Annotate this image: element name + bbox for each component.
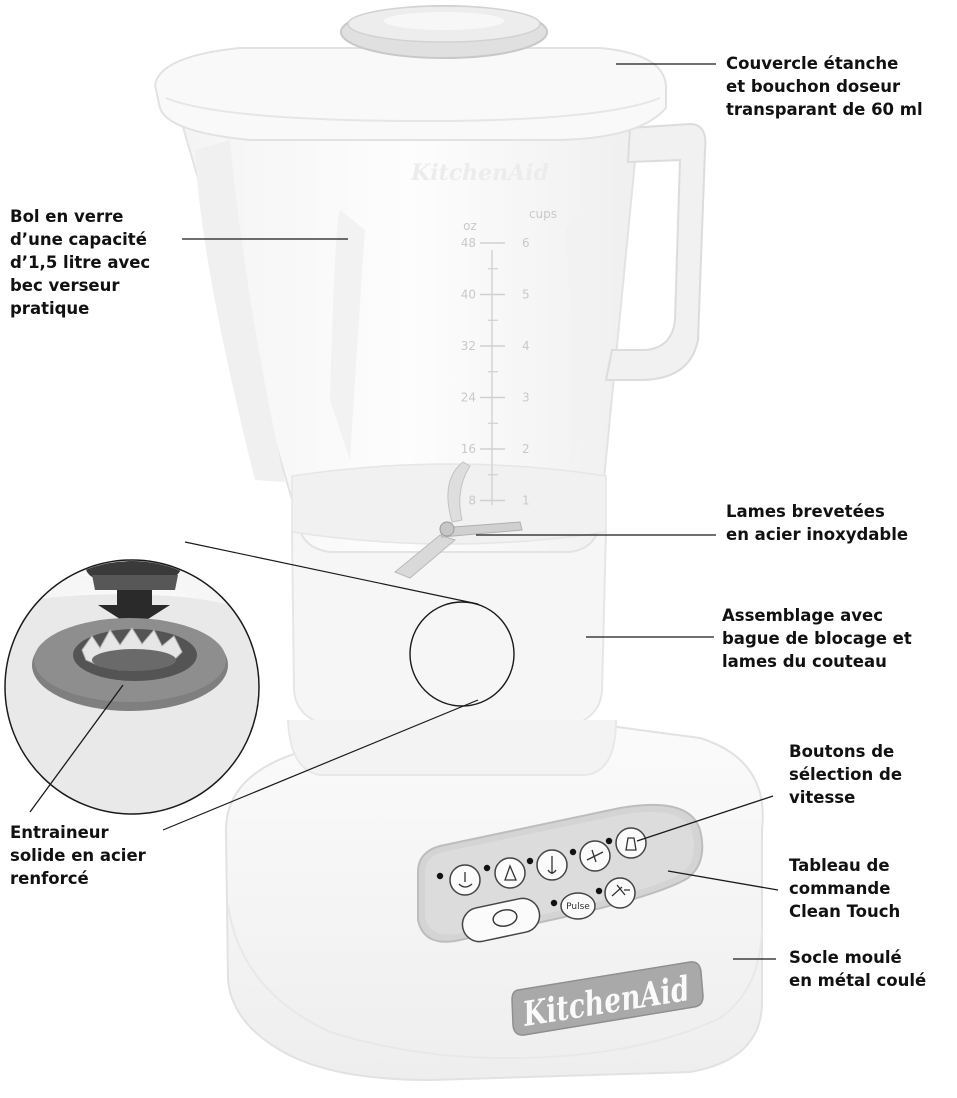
scale-oz-label: 40 (461, 288, 476, 302)
scale-cup-label: 1 (522, 494, 530, 508)
callout-drive-coupling: Entraineur solide en acier renforcé (10, 823, 146, 888)
jar-handle (604, 122, 707, 381)
scale-unit-cups: cups (529, 207, 557, 221)
speed-button-2[interactable] (494, 857, 526, 889)
scale-oz-label: 8 (468, 494, 476, 508)
power-button[interactable] (459, 895, 542, 944)
glass-jar (176, 109, 642, 553)
scale-unit-oz: oz (463, 219, 477, 233)
brand-watermark: KitchenAid (410, 160, 549, 186)
callout-assembly: Assemblage avec bague de blocage et lame… (722, 606, 912, 671)
callout-glass-jar: Bol en verre d’une capacité d’1,5 litre … (10, 207, 151, 318)
button-icons (458, 837, 637, 888)
zoom-lines (162, 541, 479, 831)
callout-lines (29, 63, 779, 960)
callout-base: Socle moulé en métal coulé (789, 948, 927, 990)
lid (153, 47, 667, 141)
pulse-label: Pulse (566, 902, 590, 912)
scale-oz-label: 32 (461, 339, 476, 353)
pulse-button[interactable] (560, 892, 596, 920)
scale-cup-label: 5 (522, 288, 530, 302)
scale-cup-label: 6 (522, 236, 530, 250)
callout-blades: Lames brevetées en acier inoxydable (726, 502, 909, 544)
power-icon (492, 909, 518, 927)
callout-speed-buttons: Boutons de sélection de vitesse (789, 742, 903, 807)
drive-coupling-detail (4, 559, 260, 815)
ice-crush-button[interactable] (604, 877, 636, 909)
scale-cup-label: 2 (522, 442, 530, 456)
scale-cup-label: 3 (522, 391, 530, 405)
callout-lid: Couvercle étanche et bouchon doseur tran… (726, 54, 923, 119)
indicator-lights (436, 837, 613, 907)
speed-button-5[interactable] (615, 827, 647, 859)
callout-control-panel: Tableau de commande Clean Touch (789, 856, 901, 921)
arrow-down-icon (98, 590, 170, 628)
ice-crush-icon (611, 884, 630, 897)
stainless-steel-blades (394, 461, 523, 579)
scale-oz-label: 48 (461, 236, 476, 250)
measuring-cap (340, 5, 548, 59)
blade-assembly-collar (287, 529, 617, 776)
scale-oz-label: 24 (461, 391, 476, 405)
zoom-source-circle (409, 601, 515, 707)
scale-cup-label: 4 (522, 339, 530, 353)
scale-oz-label: 16 (461, 442, 476, 456)
coupling-top (85, 561, 182, 580)
speed-buttons: Pulse (436, 827, 647, 944)
